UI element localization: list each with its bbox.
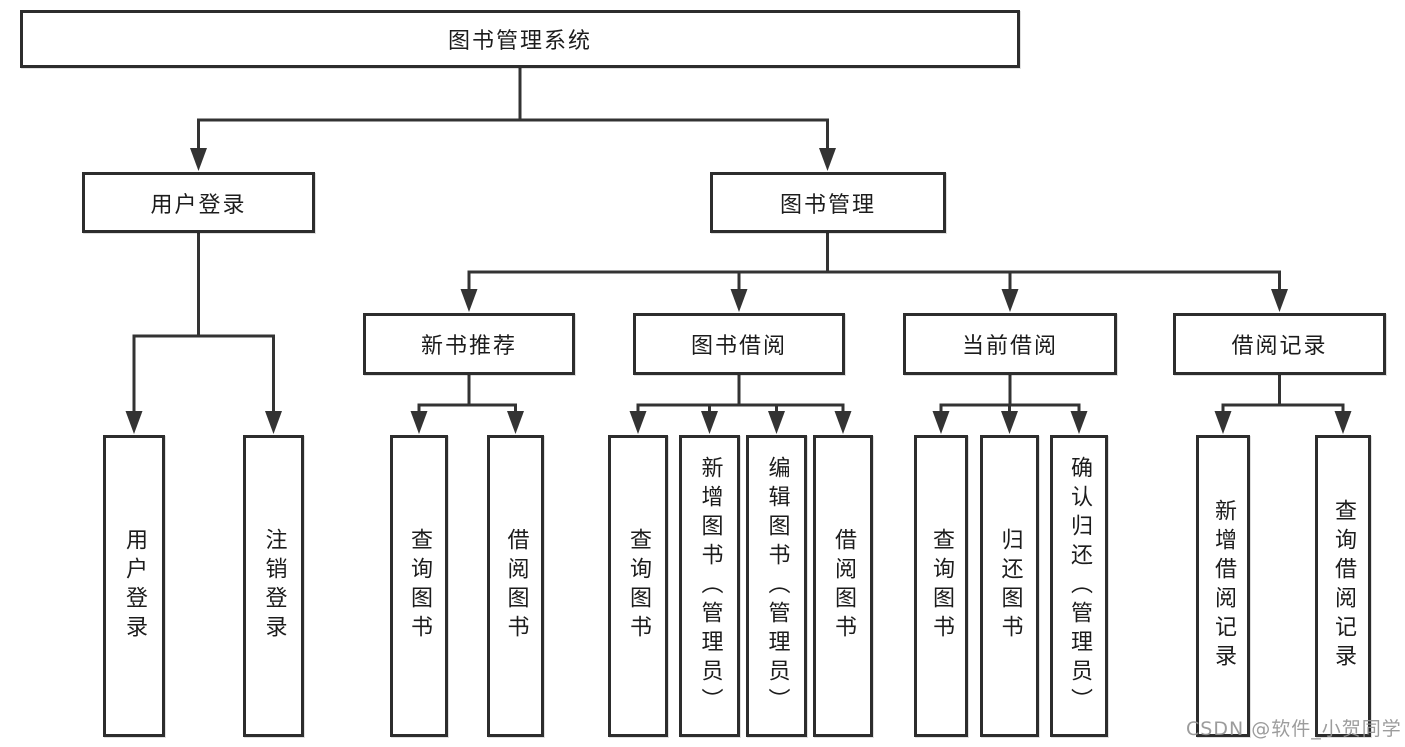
node-group-new-book-recommend: 新书推荐 bbox=[363, 313, 575, 375]
node-group-borrow-records-label: 借阅记录 bbox=[1231, 334, 1328, 359]
node-leaf-borrow-books-borrowing-label: 借阅图书 bbox=[831, 528, 856, 644]
node-leaf-query-borrow-record-label: 查询借阅记录 bbox=[1331, 499, 1356, 673]
watermark-text: CSDN @软件_小贺同学 bbox=[1186, 718, 1402, 740]
node-leaf-add-books-admin: 新增图书（管理员） bbox=[679, 435, 740, 737]
node-branch-book-management-label: 图书管理 bbox=[779, 192, 876, 218]
node-leaf-query-books-recommend-label: 查询图书 bbox=[407, 528, 432, 644]
node-leaf-query-borrow-record: 查询借阅记录 bbox=[1315, 435, 1371, 737]
node-group-borrow-records: 借阅记录 bbox=[1173, 313, 1386, 375]
node-leaf-add-borrow-record: 新增借阅记录 bbox=[1196, 435, 1250, 737]
node-root-system: 图书管理系统 bbox=[20, 10, 1020, 68]
node-leaf-borrow-books-recommend: 借阅图书 bbox=[487, 435, 544, 737]
node-leaf-add-borrow-record-label: 新增借阅记录 bbox=[1211, 499, 1236, 673]
node-leaf-query-books-current-label: 查询图书 bbox=[929, 528, 954, 644]
node-leaf-add-books-admin-label: 新增图书（管理员） bbox=[697, 455, 723, 717]
node-branch-book-management: 图书管理 bbox=[710, 172, 946, 233]
node-leaf-logout: 注销登录 bbox=[243, 435, 304, 737]
node-leaf-query-books-current: 查询图书 bbox=[914, 435, 968, 737]
node-leaf-borrow-books-recommend-label: 借阅图书 bbox=[503, 528, 529, 644]
node-leaf-confirm-return-admin: 确认归还（管理员） bbox=[1050, 435, 1108, 737]
node-branch-user-login-label: 用户登录 bbox=[150, 192, 247, 218]
node-leaf-query-books-borrowing: 查询图书 bbox=[608, 435, 668, 737]
node-leaf-return-books-label: 归还图书 bbox=[997, 528, 1023, 644]
node-group-new-book-recommend-label: 新书推荐 bbox=[420, 334, 517, 359]
node-leaf-logout-label: 注销登录 bbox=[261, 528, 287, 644]
node-leaf-query-books-recommend: 查询图书 bbox=[390, 435, 448, 737]
node-leaf-return-books: 归还图书 bbox=[980, 435, 1039, 737]
node-leaf-user-login-label: 用户登录 bbox=[122, 528, 147, 644]
node-group-current-borrowing-label: 当前借阅 bbox=[961, 334, 1058, 359]
node-leaf-edit-books-admin: 编辑图书（管理员） bbox=[746, 435, 807, 737]
node-leaf-borrow-books-borrowing: 借阅图书 bbox=[813, 435, 873, 737]
node-group-book-borrowing-label: 图书借阅 bbox=[690, 334, 787, 359]
node-branch-user-login: 用户登录 bbox=[82, 172, 315, 233]
node-leaf-edit-books-admin-label: 编辑图书（管理员） bbox=[764, 455, 790, 717]
node-leaf-confirm-return-admin-label: 确认归还（管理员） bbox=[1067, 455, 1092, 717]
node-group-current-borrowing: 当前借阅 bbox=[903, 313, 1117, 375]
node-leaf-user-login: 用户登录 bbox=[103, 435, 165, 737]
node-group-book-borrowing: 图书借阅 bbox=[633, 313, 845, 375]
node-leaf-query-books-borrowing-label: 查询图书 bbox=[626, 528, 651, 644]
node-root-label: 图书管理系统 bbox=[447, 29, 592, 54]
